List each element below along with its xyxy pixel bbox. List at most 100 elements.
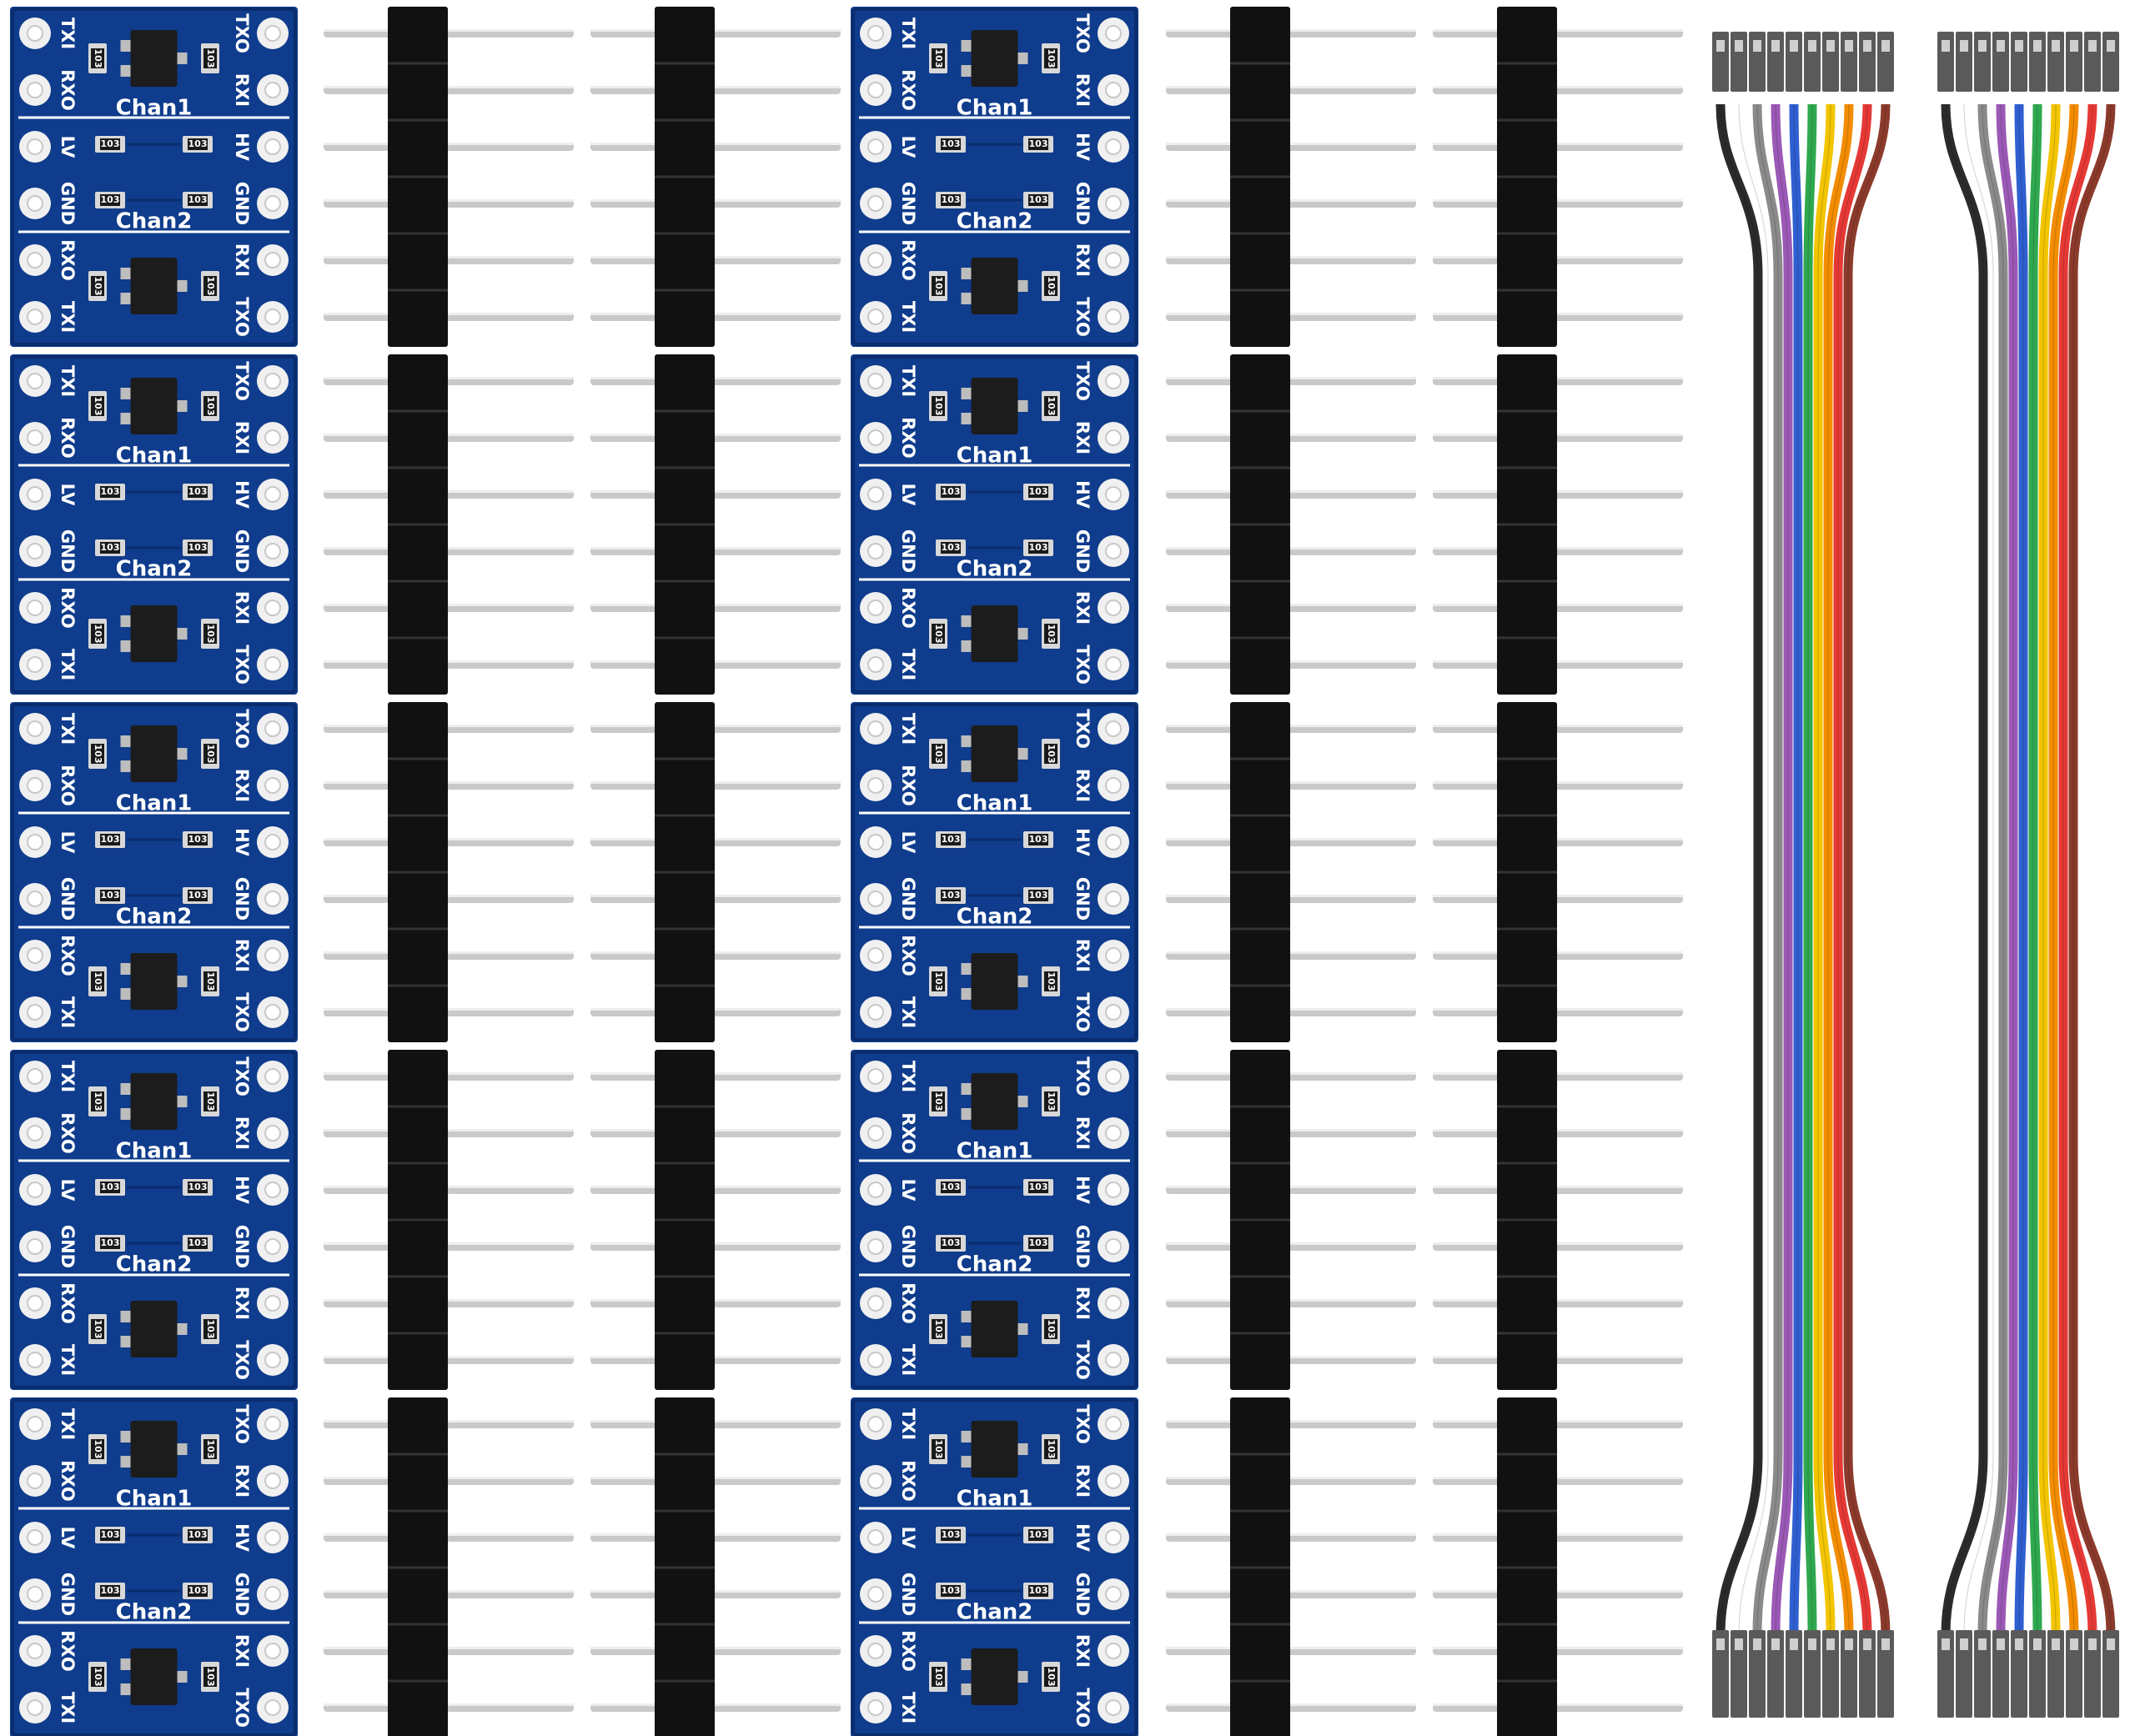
connector-latch (1863, 40, 1871, 52)
pin-label-right: RXI (232, 1634, 252, 1668)
pin-highlight (590, 1590, 841, 1593)
resistor-code: 103 (101, 1529, 120, 1540)
dupont-jumper-cable (1937, 32, 2119, 1718)
pin-label-left: TXI (898, 1692, 918, 1723)
pcb-edge (11, 1398, 297, 1736)
connector-latch (1863, 1638, 1871, 1650)
pad-hole (1105, 1352, 1122, 1368)
connector-latch (1826, 1638, 1835, 1650)
pad-hole (1105, 1125, 1122, 1141)
pin-label-right: TXO (232, 13, 252, 53)
pin-highlight (324, 838, 574, 840)
resistor-code: 103 (93, 625, 103, 644)
pad-hole (867, 1586, 884, 1603)
pad-hole (264, 373, 281, 389)
transistor-lead (120, 988, 131, 1000)
pin-highlight (1433, 1590, 1683, 1593)
pin-label-left: RXO (898, 587, 918, 628)
pin-highlight (1433, 143, 1683, 145)
resistor-code: 103 (933, 1320, 944, 1339)
resistor-code: 103 (942, 1585, 961, 1596)
pad-hole (27, 1238, 43, 1255)
resistor-code: 103 (205, 49, 216, 68)
pad-hole (264, 25, 281, 42)
resistor-body (203, 396, 217, 416)
dupont-connector (2102, 1630, 2119, 1718)
transistor-lead (961, 65, 972, 77)
pad-hole (264, 486, 281, 503)
transistor (130, 1421, 178, 1478)
resistor-code: 103 (101, 834, 120, 845)
resistor-body (941, 834, 961, 845)
resistor-code: 103 (942, 486, 961, 497)
pad-hole (1105, 947, 1122, 964)
resistor-body (1044, 396, 1057, 416)
transistor-lead (961, 1108, 972, 1120)
resistor-body (100, 834, 120, 845)
resistor-body (203, 1439, 217, 1459)
connector-latch (1845, 40, 1853, 52)
pad-hole (867, 1295, 884, 1312)
dupont-connector (1937, 1630, 1954, 1718)
pin-label-right: GND (232, 182, 252, 225)
transistor-lead (961, 388, 972, 399)
pin-highlight (590, 29, 841, 32)
pin-label-left: TXI (58, 365, 78, 397)
pad-hole (264, 252, 281, 268)
jumper-wire (1716, 103, 1763, 1635)
pad-hole (27, 1643, 43, 1659)
pad-hole (1105, 1416, 1122, 1432)
resistor-body (932, 744, 945, 764)
resistor-body (91, 276, 104, 296)
pad-hole (867, 600, 884, 616)
transistor (971, 30, 1018, 87)
resistor-code: 103 (1046, 625, 1057, 644)
pin-header-strip (590, 354, 841, 695)
pcb-edge (11, 703, 297, 1041)
resistor-code: 103 (101, 194, 120, 205)
wire-edge (1982, 103, 2004, 1635)
resistor-code: 103 (93, 1668, 103, 1687)
pad-hole (264, 309, 281, 325)
wire-edge (1738, 103, 1769, 1635)
pin-highlight (324, 1129, 574, 1131)
resistor-code: 103 (933, 1092, 944, 1111)
pin-highlight (1166, 377, 1416, 379)
jumper-wire (1996, 103, 2018, 1635)
pad-hole (264, 1699, 281, 1716)
pin-highlight (324, 199, 574, 202)
pin-label-left: RXO (58, 417, 78, 458)
pin-highlight (590, 781, 841, 784)
resistor-body (941, 1585, 961, 1597)
pin-label-right: TXO (232, 709, 252, 749)
resistor-body (203, 48, 217, 68)
pin-highlight (590, 1356, 841, 1358)
pad-hole (27, 138, 43, 155)
pad-hole (264, 1004, 281, 1021)
dupont-jumper-cable (1712, 32, 1894, 1718)
resistor-body (941, 542, 961, 554)
transistor-lead (1017, 628, 1028, 640)
pad-hole (27, 486, 43, 503)
pin-highlight (1166, 547, 1416, 549)
pcb (851, 702, 1138, 1042)
pin-label-left: TXI (58, 996, 78, 1028)
transistor (130, 1648, 178, 1705)
pin-header-strip (1166, 354, 1416, 695)
pin-label-left: RXO (58, 1630, 78, 1671)
pin-highlight (324, 313, 574, 315)
pin-highlight (1166, 1647, 1416, 1649)
pin-highlight (1433, 1186, 1683, 1188)
pin-header-strip (324, 702, 574, 1042)
pin-label-left: RXO (58, 587, 78, 628)
pad-hole (867, 25, 884, 42)
pin-header-strip (1433, 1397, 1683, 1736)
pin-highlight (1433, 86, 1683, 88)
channel-2-label: Chan2 (116, 209, 193, 234)
pin-header-strip (590, 1050, 841, 1390)
jumper-wire (2058, 103, 2097, 1635)
wire-edge (1775, 103, 1789, 1635)
pad-hole (867, 1699, 884, 1716)
pin-label-right: RXI (232, 73, 252, 107)
